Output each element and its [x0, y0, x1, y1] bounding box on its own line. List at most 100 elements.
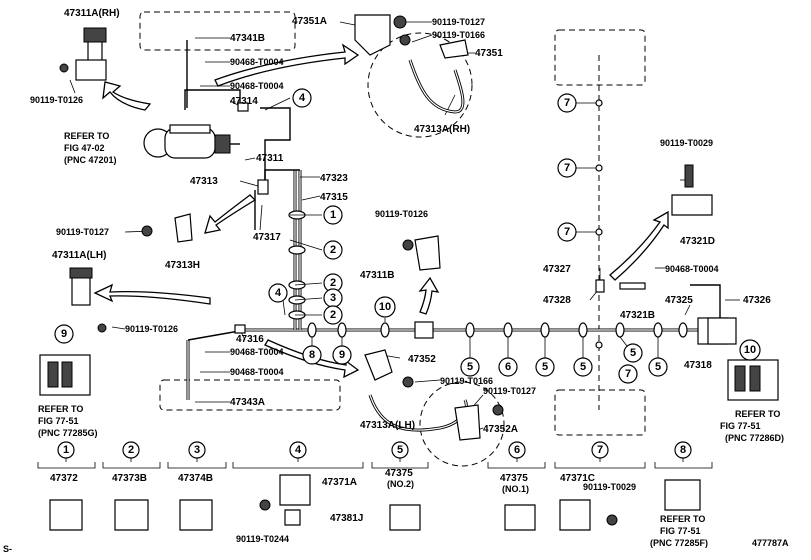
bracket-47313h-drawing: [141, 213, 193, 243]
legend-label-no1: (NO.1): [502, 484, 529, 494]
label-47343a: 47343A: [230, 397, 265, 408]
callout-1-a: 1: [323, 205, 343, 225]
label-90119-t0126-a: 90119-T0126: [30, 95, 83, 105]
callout-2-b: 2: [323, 273, 343, 293]
main-harness: [184, 40, 721, 400]
callout-circles: 4 1 2 2 3 2 4 8 9 10 5 6 5 5 5 7 5 7 7 7…: [54, 88, 761, 459]
label-47313: 47313: [190, 176, 218, 187]
label-47352: 47352: [408, 354, 436, 365]
corner-mark: S-: [3, 544, 12, 554]
label-47314: 47314: [230, 96, 258, 107]
ref-connector-drawing-left: [39, 354, 91, 396]
label-47313h: 47313H: [165, 260, 200, 271]
dashed-ellipse-bottom: [419, 381, 505, 467]
legend-label-no2: (NO.2): [387, 479, 414, 489]
callout-5-c: 5: [573, 357, 593, 377]
label-47351a: 47351A: [292, 16, 327, 27]
callout-4-b: 4: [268, 283, 288, 303]
legend-label-pnc-77285f: (PNC 77285F): [650, 538, 708, 548]
callout-4-a: 4: [292, 88, 312, 108]
dashed-ellipse-top: [367, 32, 473, 138]
svg-text:9: 9: [339, 349, 345, 361]
svg-text:1: 1: [330, 209, 336, 221]
svg-text:4: 4: [299, 92, 306, 104]
legend-callout-1: 1: [57, 441, 75, 459]
harness-clips: [288, 210, 688, 338]
label-refer-to-c: REFER TO: [735, 409, 780, 419]
legend-label-47374b: 47374B: [178, 473, 213, 484]
dashed-box-top-right: [554, 29, 646, 86]
svg-text:4: 4: [295, 444, 302, 456]
callout-9-a: 9: [332, 345, 352, 365]
legend-part-drawings: [49, 474, 701, 531]
callout-10-a: 10: [374, 296, 396, 318]
label-47316: 47316: [236, 334, 264, 345]
label-90119-t0127-b: 90119-T0127: [432, 17, 485, 27]
callout-3-a: 3: [323, 288, 343, 308]
dashed-box-bottom-right: [554, 389, 646, 436]
label-90468-t0004-d: 90468-T0004: [230, 367, 284, 377]
svg-text:2: 2: [330, 309, 336, 321]
svg-text:8: 8: [680, 444, 686, 456]
label-47341b: 47341B: [230, 33, 265, 44]
leader-lines: [69, 21, 740, 433]
dashed-box-mid-left: [159, 379, 341, 411]
label-fig-77-51-c: FIG 77-51: [720, 421, 761, 431]
label-47328: 47328: [543, 295, 571, 306]
sensor-47311a-rh-drawing: [59, 27, 107, 81]
legend-label-fig-77-51-d: FIG 77-51: [660, 526, 701, 536]
label-pnc-47201: (PNC 47201): [64, 155, 117, 165]
label-47325: 47325: [665, 295, 693, 306]
label-47311b: 47311B: [360, 270, 394, 281]
legend-label-47375-no1: 47375: [500, 473, 528, 484]
legend-callout-7: 7: [591, 441, 609, 459]
ref-connector-drawing-right: [727, 359, 779, 401]
label-47311a-lh: 47311A(LH): [52, 250, 106, 261]
svg-text:2: 2: [330, 244, 336, 256]
callout-7-b: 7: [557, 158, 577, 178]
svg-text:10: 10: [744, 344, 756, 356]
label-47321d: 47321D: [680, 236, 715, 247]
label-fig-77-51-b: FIG 77-51: [38, 416, 79, 426]
label-47321b: 47321B: [620, 310, 655, 321]
legend-label-47372: 47372: [50, 473, 78, 484]
callout-5-d: 5: [623, 343, 643, 363]
callout-7-a: 7: [557, 93, 577, 113]
legend-frames: [37, 458, 713, 469]
legend-label-refer-to-d: REFER TO: [660, 514, 705, 524]
label-refer-to-b: REFER TO: [38, 404, 83, 414]
label-47313a-lh: 47313A(LH): [360, 420, 415, 431]
bracket-47351a-drawing: [354, 14, 469, 59]
callout-6-a: 6: [498, 357, 518, 377]
callout-5-a: 5: [460, 357, 480, 377]
label-47317: 47317: [253, 232, 281, 243]
callout-7-c: 7: [557, 222, 577, 242]
svg-text:1: 1: [63, 444, 69, 456]
label-47323: 47323: [320, 173, 348, 184]
bracket-47321d-drawing: [671, 164, 713, 216]
label-refer-to-a: REFER TO: [64, 131, 109, 141]
callout-2-c: 2: [323, 305, 343, 325]
label-47311a-rh: 47311A(RH): [64, 8, 120, 19]
legend-label-47375-no2: 47375: [385, 468, 413, 479]
label-fig-47-02: FIG 47-02: [64, 143, 105, 153]
connector-47326-drawing: [707, 317, 737, 345]
svg-text:6: 6: [505, 361, 511, 373]
label-47315: 47315: [320, 192, 348, 203]
callout-8-a: 8: [302, 345, 322, 365]
legend-label-47373b: 47373B: [112, 473, 147, 484]
label-90468-t0004-b: 90468-T0004: [230, 81, 284, 91]
legend-callout-4: 4: [289, 441, 307, 459]
legend-label-47371c: 47371C: [560, 473, 595, 484]
label-90468-t0004-e: 90468-T0004: [665, 264, 719, 274]
bracket-47311b-drawing: [402, 235, 441, 271]
legend-callout-6: 6: [508, 441, 526, 459]
callout-7-e: 7: [618, 364, 638, 384]
callout-2-a: 2: [323, 240, 343, 260]
master-cylinder-drawing: [143, 124, 240, 159]
label-90119-t0126-b: 90119-T0126: [375, 209, 428, 219]
sensor-47311a-lh-drawing: [69, 267, 107, 333]
label-47351: 47351: [475, 48, 503, 59]
legend-callout-2: 2: [122, 441, 140, 459]
label-47326: 47326: [743, 295, 771, 306]
